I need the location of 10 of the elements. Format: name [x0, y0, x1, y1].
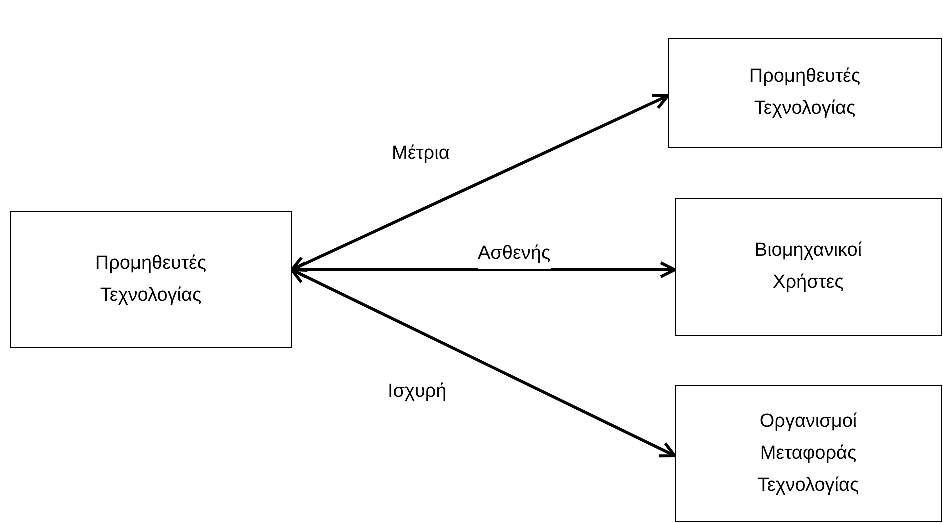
- process-box: [675, 385, 942, 522]
- process-box: [10, 211, 292, 348]
- double-arrow: [290, 94, 670, 272]
- double-arrow: [290, 268, 676, 458]
- process-box: [675, 198, 942, 336]
- process-box: [668, 38, 942, 148]
- box-text: Προμηθευτές Τεχνολογίας: [94, 252, 208, 308]
- box-text: Οργανισμοί Μεταφοράς Τεχνολογίας: [756, 410, 860, 498]
- box-text: Προμηθευτές Τεχνολογίας: [748, 65, 862, 121]
- box-text: Βιομηχανικοί Χρήστες: [754, 239, 864, 295]
